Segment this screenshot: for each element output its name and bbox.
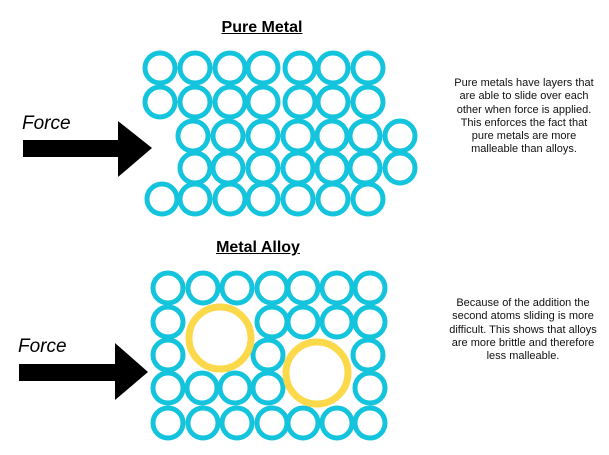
pure-metal-atom: [314, 150, 350, 186]
metal-atom: [250, 370, 286, 406]
pure-metal-atom: [382, 118, 418, 154]
pure-metal-atom: [350, 181, 386, 217]
pure-metal-atom: [315, 84, 351, 120]
metal-atom: [285, 304, 321, 340]
metal-atom: [285, 270, 321, 306]
pure-metal-atom: [245, 50, 281, 86]
metal-alloy-description: Because of the addition the second atoms…: [449, 297, 597, 363]
metal-atom: [319, 405, 355, 441]
pure-force-label: Force: [22, 113, 71, 134]
pure-metal-atom: [315, 181, 351, 217]
pure-metal-atom: [245, 118, 281, 154]
metal-atom: [254, 270, 290, 306]
pure-metal-atom: [282, 50, 318, 86]
pure-metal-atom: [212, 181, 248, 217]
metal-atom: [184, 370, 220, 406]
pure-metal-atom: [245, 181, 281, 217]
pure-metal-atom: [212, 84, 248, 120]
metal-atom: [150, 370, 186, 406]
force-arrow-alloy: [19, 343, 148, 400]
pure-metal-atom: [314, 118, 350, 154]
metal-atom: [254, 304, 290, 340]
metal-atom: [217, 370, 253, 406]
force-arrow-pure: [23, 121, 152, 177]
metal-atom: [319, 270, 355, 306]
pure-metal-atom: [350, 50, 386, 86]
metal-atom: [150, 304, 186, 340]
metal-atom: [350, 337, 386, 373]
pure-metal-atom: [177, 150, 213, 186]
alloy-atom: [185, 303, 255, 373]
pure-metal-atom: [177, 181, 213, 217]
alloy-atom: [282, 338, 352, 408]
alloy-force-label: Force: [18, 336, 67, 357]
pure-metal-atom: [142, 50, 178, 86]
metal-atom: [319, 304, 355, 340]
metal-atom: [254, 405, 290, 441]
metal-atom: [185, 270, 221, 306]
pure-metal-atom: [347, 150, 383, 186]
pure-metal-atom: [144, 181, 180, 217]
pure-metal-atom: [315, 50, 351, 86]
metal-atom: [250, 337, 286, 373]
pure-metal-atom: [350, 84, 386, 120]
pure-metal-atom: [282, 84, 318, 120]
metal-atom: [219, 405, 255, 441]
pure-metal-atom: [210, 150, 246, 186]
pure-metal-atom: [280, 181, 316, 217]
pure-metal-atom: [280, 118, 316, 154]
pure-metal-atom: [175, 118, 211, 154]
pure-metal-lattice: [142, 50, 418, 217]
pure-metal-atom: [245, 84, 281, 120]
pure-metal-atom: [280, 150, 316, 186]
metal-alloy-title: Metal Alloy: [216, 239, 300, 256]
pure-metal-title: Pure Metal: [221, 19, 303, 36]
pure-metal-atom: [142, 84, 178, 120]
metal-atom: [150, 405, 186, 441]
metal-atom: [352, 304, 388, 340]
metal-alloy-lattice: [150, 270, 388, 441]
pure-metal-atom: [347, 118, 383, 154]
metal-atom: [285, 405, 321, 441]
pure-metal-atom: [177, 84, 213, 120]
pure-metal-atom: [212, 50, 248, 86]
metal-atom: [150, 270, 186, 306]
metal-atom: [219, 270, 255, 306]
pure-metal-atom: [210, 118, 246, 154]
pure-metal-atom: [382, 150, 418, 186]
pure-metal-description: Pure metals have layers that are able to…: [454, 77, 594, 156]
metal-atom: [352, 370, 388, 406]
pure-metal-atom: [245, 150, 281, 186]
pure-metal-atom: [177, 50, 213, 86]
metal-atom: [185, 405, 221, 441]
metal-atom: [352, 270, 388, 306]
metal-atom: [352, 405, 388, 441]
metal-atom: [150, 337, 186, 373]
